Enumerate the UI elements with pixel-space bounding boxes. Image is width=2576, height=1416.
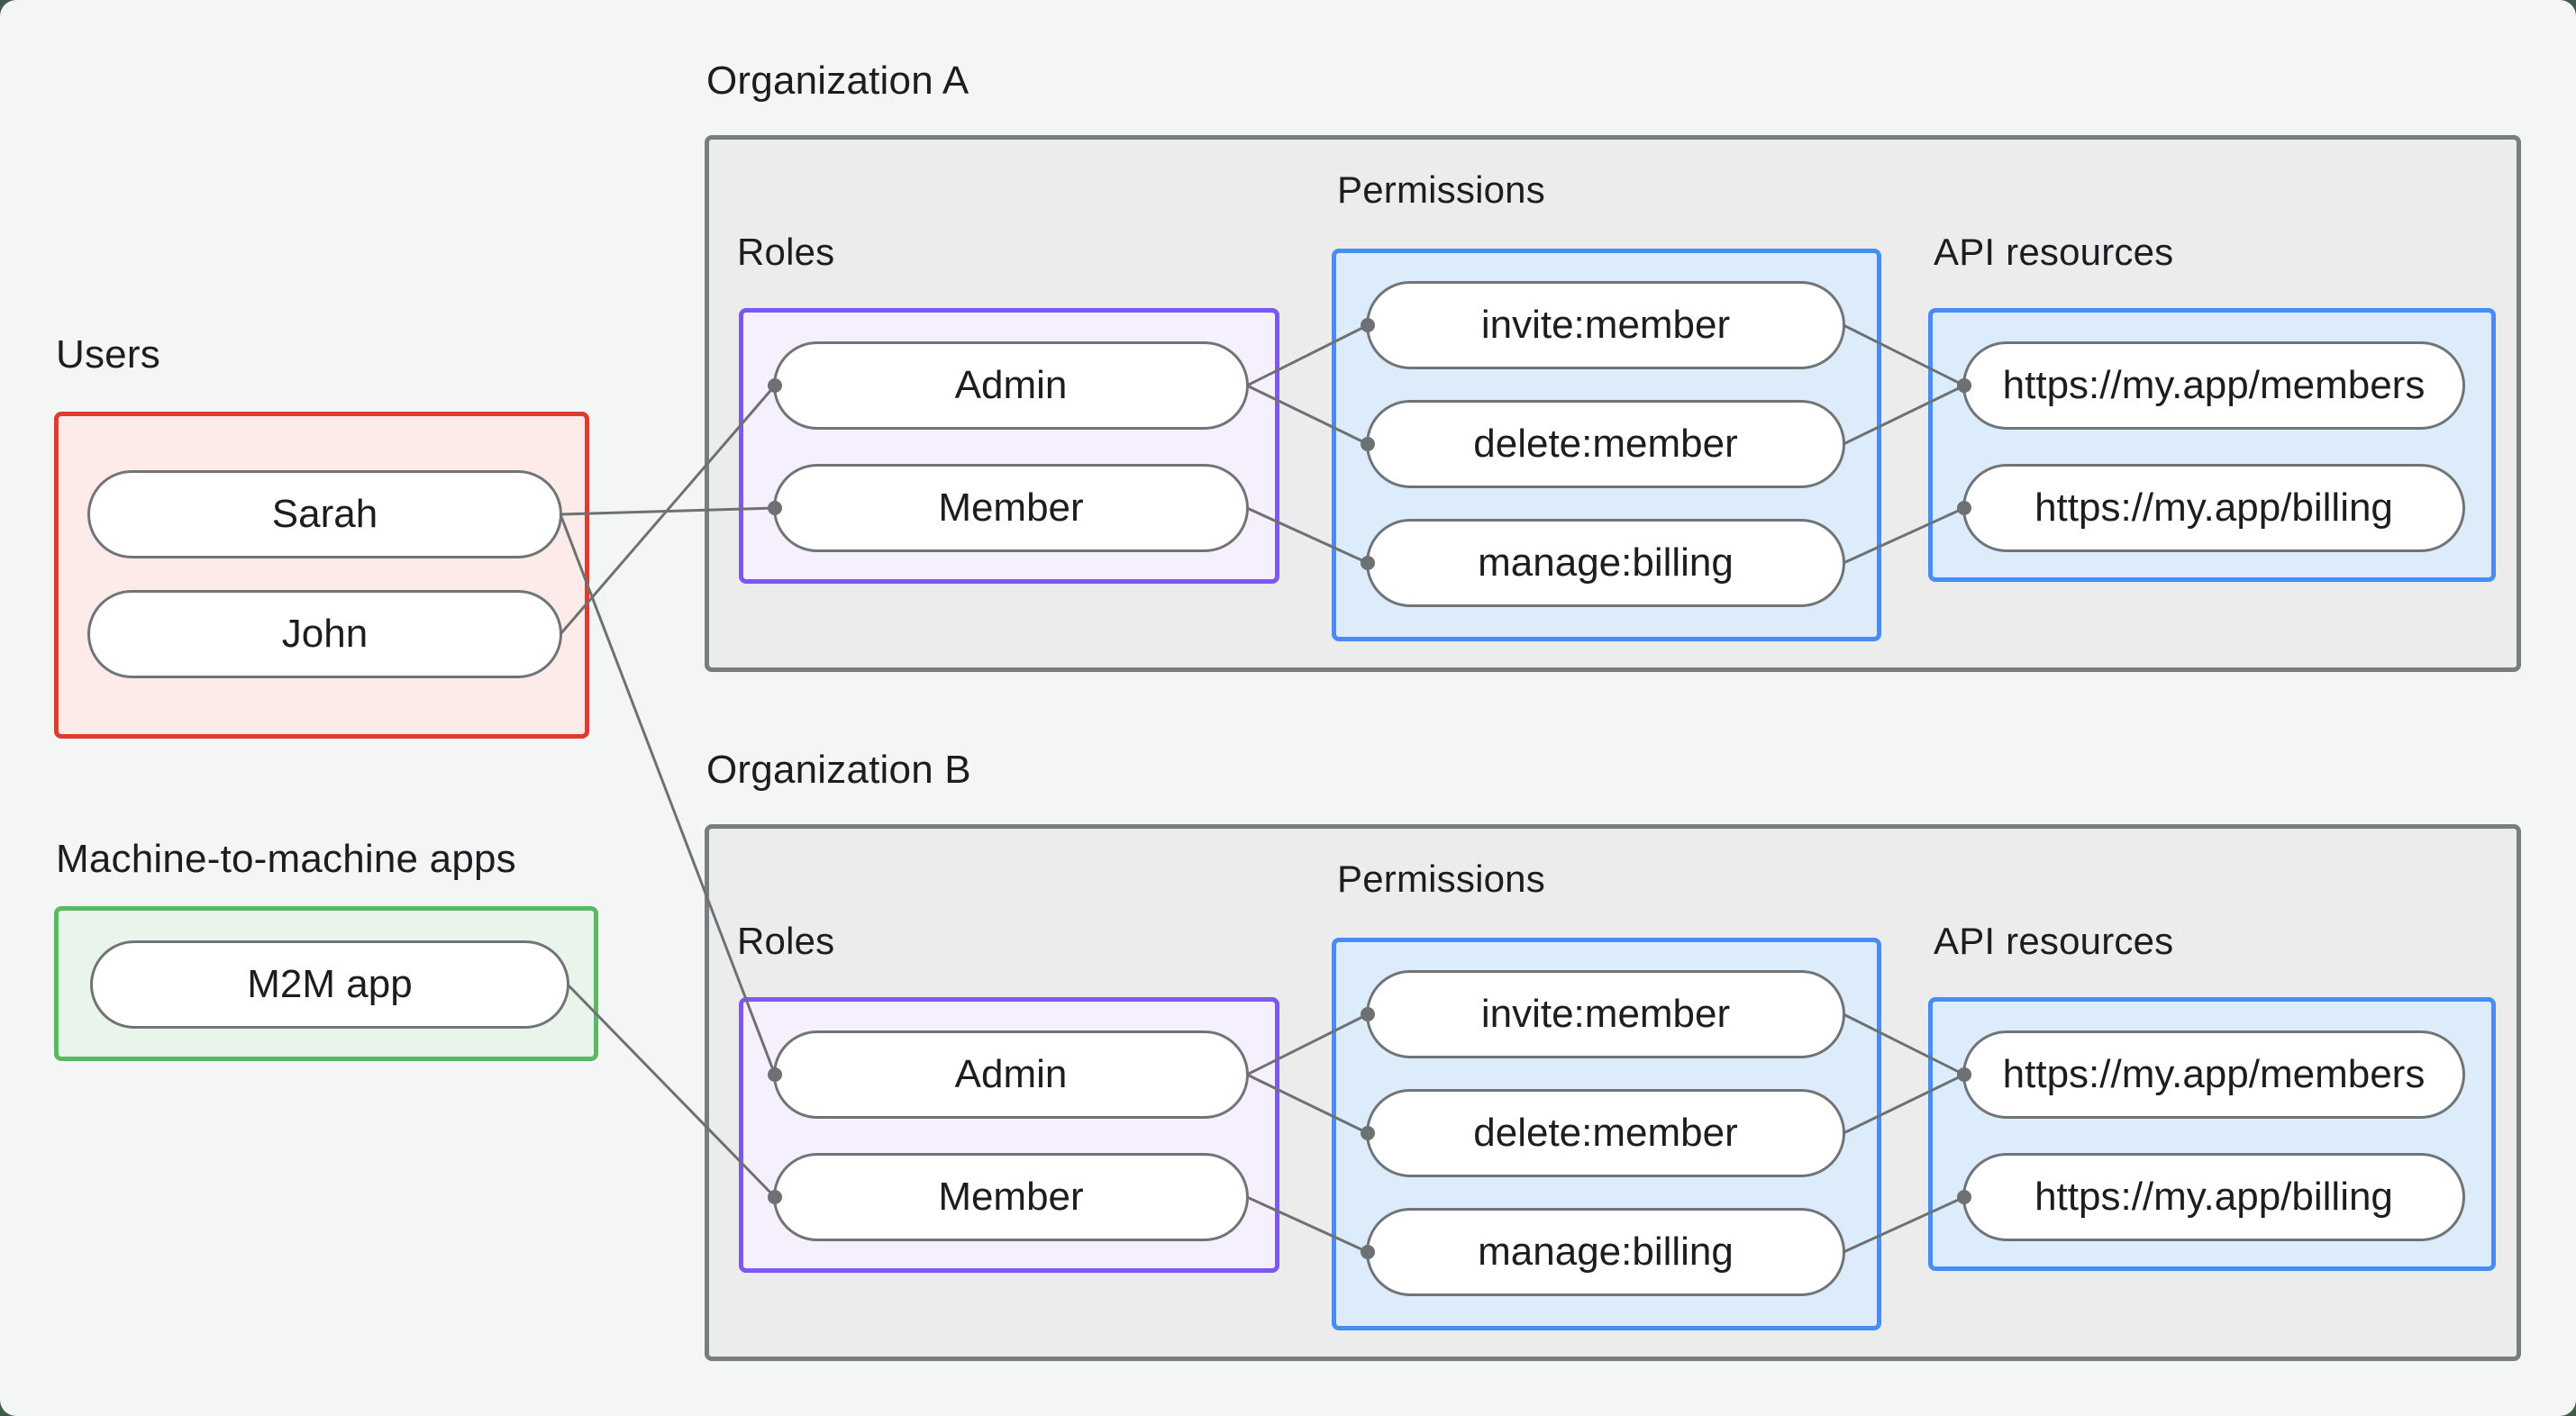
user-node-sarah: Sarah	[87, 470, 562, 558]
org-a-permission-manage-billing: manage:billing	[1366, 519, 1845, 607]
org-b-permission-invite-member: invite:member	[1366, 970, 1845, 1058]
org-b-title: Organization B	[706, 748, 971, 792]
org-b-api-resources-label: API resources	[1934, 920, 2174, 962]
users-group-label: Users	[56, 332, 160, 377]
org-b-role-admin: Admin	[773, 1030, 1249, 1119]
org-b-permissions-label: Permissions	[1337, 858, 1545, 900]
org-b-permission-manage-billing: manage:billing	[1366, 1208, 1845, 1296]
org-b-api-members: https://my.app/members	[1962, 1030, 2465, 1119]
org-a-role-admin: Admin	[773, 341, 1249, 430]
org-a-permission-delete-member: delete:member	[1366, 400, 1845, 488]
user-node-john: John	[87, 590, 562, 678]
org-a-api-billing: https://my.app/billing	[1962, 464, 2465, 552]
org-a-api-members: https://my.app/members	[1962, 341, 2465, 430]
org-b-api-billing: https://my.app/billing	[1962, 1153, 2465, 1241]
org-a-title: Organization A	[706, 59, 969, 103]
org-b-role-member: Member	[773, 1153, 1249, 1241]
m2m-group-label: Machine-to-machine apps	[56, 837, 516, 881]
org-b-roles-label: Roles	[737, 920, 835, 962]
org-b-permission-delete-member: delete:member	[1366, 1089, 1845, 1177]
org-a-api-resources-label: API resources	[1934, 231, 2174, 273]
org-a-permission-invite-member: invite:member	[1366, 281, 1845, 369]
org-a-roles-label: Roles	[737, 231, 835, 273]
org-a-role-member: Member	[773, 464, 1249, 552]
org-a-permissions-label: Permissions	[1337, 168, 1545, 211]
m2m-app-node: M2M app	[90, 940, 569, 1029]
users-group-box	[54, 412, 589, 739]
